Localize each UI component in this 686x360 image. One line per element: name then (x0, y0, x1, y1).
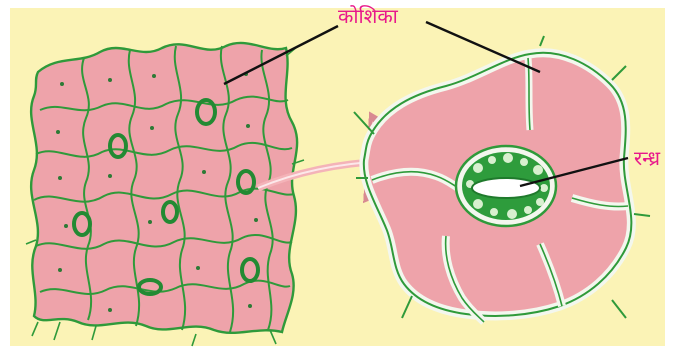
pointer-cell-right (426, 22, 540, 72)
cell-label: कोशिका (338, 4, 398, 28)
guard-cells (456, 146, 556, 226)
stoma-pore (472, 178, 540, 198)
epidermal-tissue (26, 43, 304, 346)
magnified-stoma (354, 36, 650, 322)
stoma-label: रन्ध्र (634, 146, 660, 170)
